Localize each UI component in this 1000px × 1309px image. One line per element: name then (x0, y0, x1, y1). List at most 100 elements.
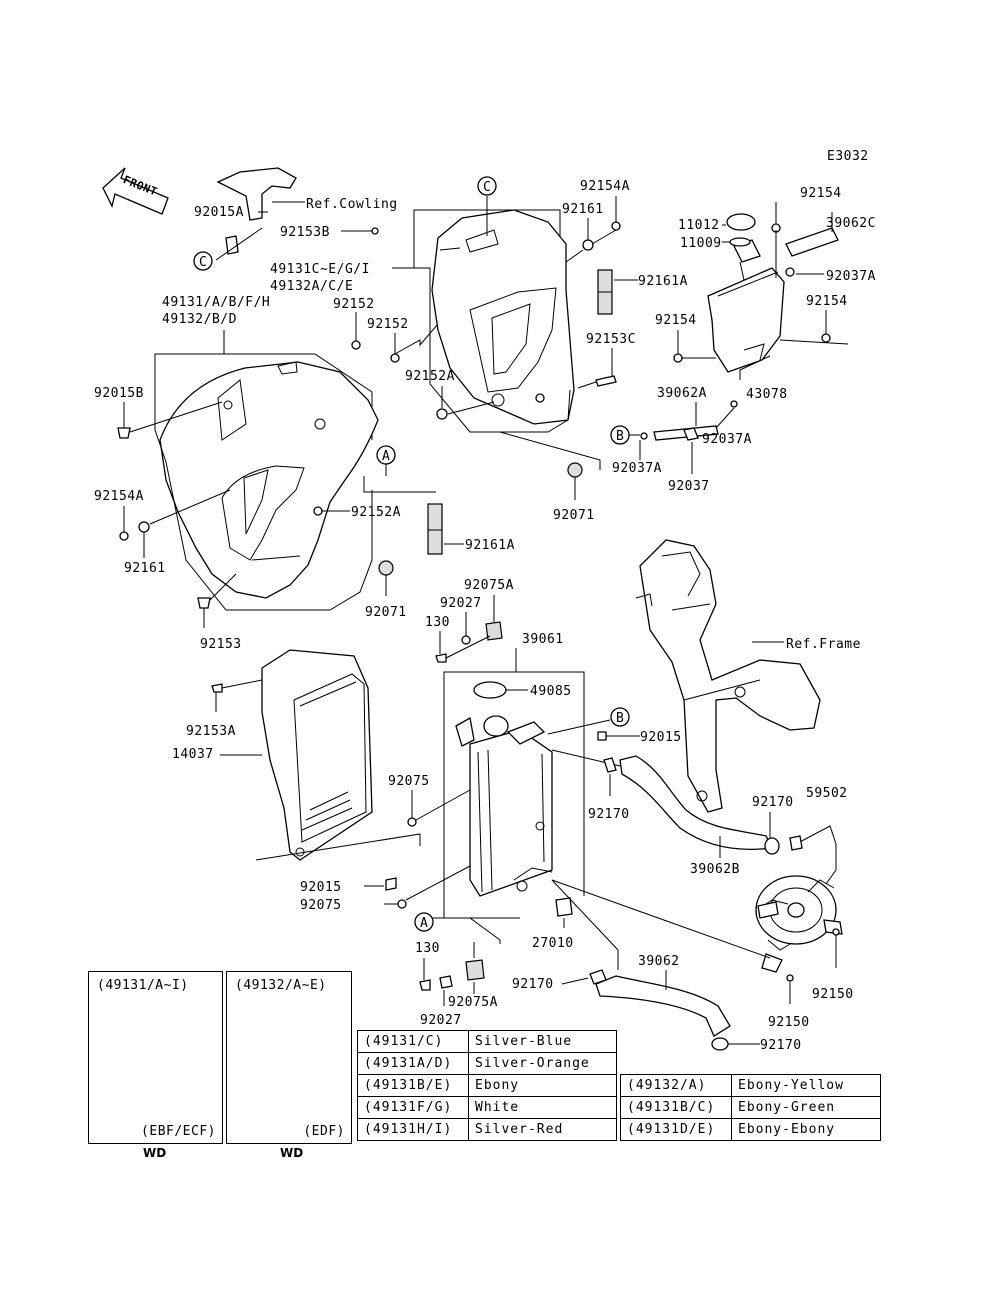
part-label-11012: 11012 (678, 218, 720, 233)
part-label-11009: 11009 (680, 236, 722, 251)
part-label-92037A-low: 92037A (612, 461, 662, 476)
left-radiator-shroud (159, 361, 379, 599)
table-cell-part: (49131H/I) (357, 1118, 469, 1141)
part-label-92015-low: 92015 (300, 880, 342, 895)
table-row: (49132/A)Ebony-Yellow (620, 1074, 881, 1097)
part-label-92027-top: 92027 (440, 596, 482, 611)
part-label-92153A: 92153A (186, 724, 236, 739)
callout-a-label: A (382, 449, 390, 464)
part-label-49131C-E-G-I: 49131C~E/G/I (270, 262, 370, 277)
callout-c-label: C (199, 255, 207, 270)
part-label-92161-top: 92161 (562, 202, 604, 217)
inset-1-code: (EBF/ECF) (141, 1124, 216, 1139)
callout-b2-circle (610, 707, 630, 727)
grommet-92071-left (378, 560, 394, 576)
callout-b-label: B (616, 429, 624, 444)
radiator-part (455, 715, 553, 897)
reservoir-tank (707, 239, 785, 373)
table-cell-part: (49131/C) (357, 1030, 469, 1053)
inset-1-mark: WD (143, 1146, 167, 1160)
part-label-92170-d: 92170 (760, 1038, 802, 1053)
part-label-92037: 92037 (668, 479, 710, 494)
part-label-92015-right: 92015 (640, 730, 682, 745)
part-label-92071-left: 92071 (365, 605, 407, 620)
callout-a2-circle (414, 912, 434, 932)
table-cell-part: (49131B/E) (357, 1074, 469, 1097)
callout-c2-circle (477, 176, 497, 196)
inset-box-49132: (49132/A~E) (EDF) (226, 971, 352, 1144)
part-label-130-low: 130 (415, 941, 440, 956)
part-label-39062: 39062 (638, 954, 680, 969)
part-label-130-top: 130 (425, 615, 450, 630)
part-label-39062B: 39062B (690, 862, 740, 877)
grommet-92161A (427, 503, 443, 555)
part-label-49131-A-B-F-H: 49131/A/B/F/H (162, 295, 270, 310)
part-label-92161A-mid: 92161A (465, 538, 515, 553)
table-cell-color: White (468, 1096, 617, 1119)
part-label-39062C: 39062C (826, 216, 876, 231)
part-label-59502: 59502 (806, 786, 848, 801)
part-label-92154-left: 92154 (655, 313, 697, 328)
table-cell-color: Ebony-Ebony (731, 1118, 881, 1141)
part-label-92153C: 92153C (586, 332, 636, 347)
callout-c-circle (193, 251, 213, 271)
part-label-92150-b: 92150 (768, 1015, 810, 1030)
table-row: (49131/C)Silver-Blue (357, 1030, 617, 1053)
part-label-92152A-mid: 92152A (351, 505, 401, 520)
callout-b2-label: B (616, 711, 624, 726)
part-label-92154-top: 92154 (800, 186, 842, 201)
part-label-92037A-top: 92037A (826, 269, 876, 284)
inset-box-49131: (49131/A~I) (EBF/ECF) (88, 971, 223, 1144)
cooling-fan-part (755, 875, 843, 973)
part-label-92027-low: 92027 (420, 1013, 462, 1028)
part-label-39061: 39061 (522, 632, 564, 647)
part-label-92153B: 92153B (280, 225, 330, 240)
part-label-92075A-top: 92075A (464, 578, 514, 593)
part-label-92075-low: 92075 (300, 898, 342, 913)
part-label-92154A-top: 92154A (580, 179, 630, 194)
front-arrow-icon: FRONT (102, 167, 169, 215)
hose-39062 (595, 975, 731, 1037)
part-label-92071-right: 92071 (553, 508, 595, 523)
part-label-49085: 49085 (530, 684, 572, 699)
part-label-92075A-low: 92075A (448, 995, 498, 1010)
part-label-39062A: 39062A (657, 386, 707, 401)
part-label-49132A-C-E: 49132A/C/E (270, 279, 353, 294)
table-cell-color: Silver-Red (468, 1118, 617, 1141)
table-row: (49131B/E)Ebony (357, 1074, 617, 1097)
table-cell-color: Silver-Blue (468, 1030, 617, 1053)
fitting-27010 (555, 897, 573, 917)
part-label-43078: 43078 (746, 387, 788, 402)
part-label-49132-B-D: 49132/B/D (162, 312, 237, 327)
table-cell-color: Ebony-Green (731, 1096, 881, 1119)
part-label-92161A-top: 92161A (638, 274, 688, 289)
grommet-92071-right (567, 462, 583, 478)
table-row: (49131F/G)White (357, 1096, 617, 1119)
table-cell-part: (49131B/C) (620, 1096, 732, 1119)
part-label-92153: 92153 (200, 637, 242, 652)
part-label-27010: 27010 (532, 936, 574, 951)
part-label-92152-a: 92152 (333, 297, 375, 312)
part-label-92161-left: 92161 (124, 561, 166, 576)
screw-part (225, 235, 239, 255)
table-cell-part: (49131F/G) (357, 1096, 469, 1119)
inset-2-title: (49132/A~E) (235, 978, 327, 993)
callout-c2-label: C (483, 180, 491, 195)
color-table-1: (49131/C)Silver-Blue (49131A/D)Silver-Or… (357, 1030, 617, 1141)
part-label-92154A-left: 92154A (94, 489, 144, 504)
table-row: (49131B/C)Ebony-Green (620, 1096, 881, 1119)
inset-1-title: (49131/A~I) (97, 978, 189, 993)
diagram-code: E3032 (827, 149, 869, 164)
radiator-cap-part (473, 681, 507, 699)
part-label-92170-a: 92170 (588, 807, 630, 822)
inset-2-code: (EDF) (303, 1124, 345, 1139)
part-label-14037: 14037 (172, 747, 214, 762)
table-cell-part: (49131D/E) (620, 1118, 732, 1141)
table-cell-color: Silver-Orange (468, 1052, 617, 1075)
cowling-bracket (216, 167, 305, 221)
frame-part (635, 539, 821, 813)
part-label-92075-mid: 92075 (388, 774, 430, 789)
part-label-92152A-top: 92152A (405, 369, 455, 384)
part-label-92150-a: 92150 (812, 987, 854, 1002)
